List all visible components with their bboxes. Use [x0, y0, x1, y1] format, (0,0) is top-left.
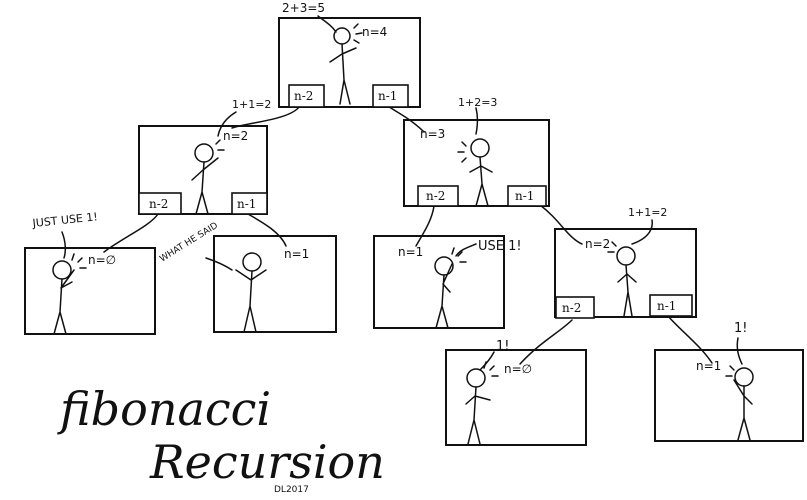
node-sub-right-result: 1+1=2 — [628, 206, 667, 219]
node-root-frame — [278, 17, 421, 108]
node-leaf-e-frame — [654, 349, 804, 442]
node-leaf-d-speech: 1! — [496, 339, 509, 354]
connector-mid-left-to-leaf-a — [103, 213, 159, 253]
connector-mid-right-to-sub-right — [539, 204, 583, 245]
connector-mid-left-to-leaf-b — [247, 213, 287, 247]
node-leaf-d: n=∅ 1! — [445, 339, 587, 446]
node-mid-left-tab-right — [231, 192, 268, 215]
pointer-leaf-c-speech — [455, 243, 477, 257]
node-sub-right-tab-left-label: n-2 — [562, 301, 581, 315]
node-mid-right: n-2 n-1 n=3 1+2=3 — [403, 96, 550, 207]
node-mid-left: n-2 n-1 n=2 1+1=2 — [138, 98, 271, 215]
title-line-2: Recursion — [149, 435, 385, 489]
node-mid-left-tab-right-label: n-1 — [237, 197, 256, 211]
node-leaf-a-frame — [24, 247, 156, 335]
stick-figure — [457, 138, 493, 207]
node-mid-left-tab-left-label: n-2 — [149, 197, 168, 211]
node-root-n-label: n=4 — [362, 25, 387, 39]
stick-figure — [725, 365, 754, 441]
stick-figure — [191, 139, 225, 215]
node-sub-right-tab-right — [649, 294, 693, 317]
stick-figure — [607, 241, 637, 317]
connectors — [61, 15, 743, 371]
node-mid-right-tab-right — [507, 185, 547, 207]
node-mid-right-tab-right-label: n-1 — [515, 189, 534, 203]
node-leaf-e-n-label: n=1 — [696, 359, 721, 373]
connector-sub-right-to-leaf-d — [519, 319, 573, 365]
stick-figure — [329, 23, 363, 105]
pointer-leaf-a-speech — [61, 231, 67, 259]
node-sub-right: n-2 n-1 n=2 1+1=2 — [554, 206, 697, 319]
node-leaf-d-frame — [445, 349, 587, 446]
node-leaf-b-n-label: n=1 — [284, 247, 309, 261]
node-root: n-2 n-1 n=4 2+3=5 — [278, 1, 421, 108]
node-mid-right-result: 1+2=3 — [458, 96, 497, 109]
title-line-1: fibonacci — [57, 382, 271, 436]
node-root-tab-left-label: n-2 — [294, 89, 313, 103]
node-leaf-c-frame — [373, 235, 505, 329]
node-leaf-e-speech: 1! — [734, 321, 747, 336]
node-mid-left-n-label: n=2 — [223, 129, 248, 143]
pointer-leaf-b-speech — [205, 257, 233, 271]
node-leaf-a-n-label: n=∅ — [88, 253, 116, 267]
node-mid-left-frame — [138, 125, 268, 215]
pointer-leaf-e-speech — [736, 337, 743, 365]
node-root-tab-right-label: n-1 — [378, 89, 397, 103]
node-leaf-a-speech: JUST USE 1! — [31, 210, 98, 230]
connector-mid-right-to-leaf-c — [415, 205, 435, 247]
node-mid-left-tab-left — [138, 192, 182, 215]
node-leaf-a: n=∅ JUST USE 1! — [24, 210, 156, 335]
connector-sub-right-to-leaf-e — [667, 315, 713, 364]
node-leaf-b-speech: WHAT HE SAID — [158, 221, 220, 265]
node-leaf-b: n=1 WHAT HE SAID — [158, 221, 337, 333]
node-mid-right-tab-left — [417, 185, 459, 207]
stick-figure — [434, 247, 467, 329]
stick-figure — [465, 361, 499, 445]
node-sub-right-frame — [554, 228, 697, 318]
node-leaf-c-speech: USE 1! — [478, 239, 522, 254]
node-mid-right-n-label: n=3 — [420, 127, 445, 141]
node-sub-right-n-label: n=2 — [585, 237, 610, 251]
pointer-sub-right-result — [631, 219, 653, 245]
node-sub-right-tab-left — [555, 296, 595, 319]
node-mid-right-tab-left-label: n-2 — [426, 189, 445, 203]
title-block: fibonacci Recursion DL2017 — [57, 382, 385, 495]
node-leaf-d-n-label: n=∅ — [504, 362, 532, 376]
stick-figure — [52, 253, 87, 335]
node-root-result: 2+3=5 — [282, 1, 325, 15]
pointer-mid-left-result — [217, 111, 237, 137]
stick-figure — [235, 252, 267, 333]
signature: DL2017 — [274, 485, 309, 495]
node-sub-right-tab-right-label: n-1 — [657, 299, 676, 313]
pointer-leaf-d-speech — [479, 351, 495, 371]
node-root-tab-left — [288, 84, 325, 108]
node-leaf-c-n-label: n=1 — [398, 245, 423, 259]
node-mid-left-result: 1+1=2 — [232, 98, 271, 111]
node-leaf-b-frame — [213, 235, 337, 333]
node-leaf-e: n=1 1! — [654, 321, 804, 442]
node-leaf-c: n=1 USE 1! — [373, 235, 522, 329]
node-root-tab-right — [372, 84, 409, 108]
